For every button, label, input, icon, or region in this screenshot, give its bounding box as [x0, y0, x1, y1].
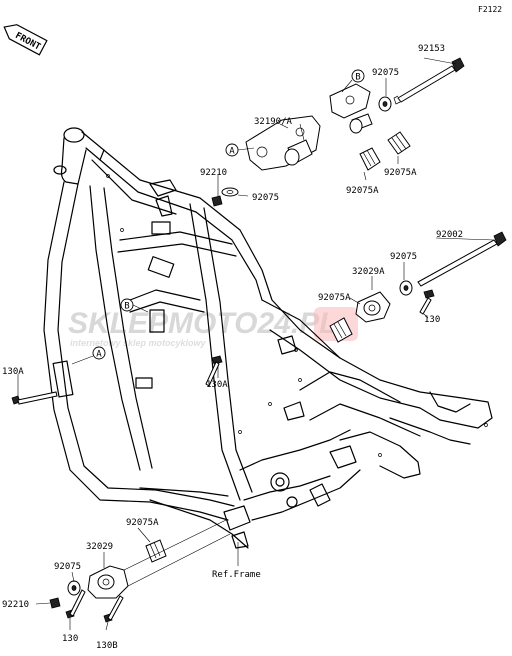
washer-92075-mid — [221, 187, 239, 197]
bolt-92153 — [393, 57, 465, 105]
label-130-bottom-left: 130 — [62, 634, 78, 644]
spacer-92075-bottom — [67, 580, 81, 596]
nut-92210-bottom — [49, 597, 61, 609]
label-92210-top: 92210 — [200, 168, 227, 178]
bolt-130A-mid — [205, 355, 223, 387]
label-92002: 92002 — [436, 230, 463, 240]
callout-a-left: A — [71, 346, 106, 365]
svg-text:B: B — [124, 302, 129, 312]
nut-92210-top — [211, 195, 223, 207]
label-130B: 130B — [96, 641, 118, 651]
diagram-code: F2122 — [478, 5, 502, 14]
label-92210-bottom-left: 92210 — [2, 600, 29, 610]
label-92075A-rmid: 92075A — [318, 293, 351, 303]
label-130A-mid: 130A — [206, 380, 228, 390]
label-130-right: 130 — [424, 315, 440, 325]
watermark: SKLEPMOTO24.PL internetowy sklep motocyk… — [68, 307, 358, 348]
callout-b-mid: B — [120, 298, 149, 313]
label-32190: 32190/A — [254, 117, 293, 127]
label-ref-frame: Ref.Frame — [212, 570, 261, 580]
front-direction-arrow: FRONT — [3, 24, 48, 56]
bolt-92002 — [417, 231, 507, 287]
bolt-130A-left — [11, 374, 58, 405]
label-92075A-bottom: 92075A — [126, 518, 159, 528]
label-32029A: 32029A — [352, 267, 385, 277]
label-92075A-right: 92075A — [384, 168, 417, 178]
label-32029: 32029 — [86, 542, 113, 552]
label-92075A-left: 92075A — [346, 186, 379, 196]
rubber-mount-92075A-right — [387, 131, 411, 155]
bolt-130-right — [419, 289, 435, 315]
top-engine-mount-assembly — [211, 57, 465, 207]
collar-32190-mid — [284, 139, 313, 166]
label-92153: 92153 — [418, 44, 445, 54]
label-92075-top: 92075 — [372, 68, 399, 78]
callout-b-top: B — [341, 69, 365, 93]
svg-text:B: B — [355, 73, 360, 83]
label-92075-right: 92075 — [390, 252, 417, 262]
callout-a-top: A — [225, 143, 255, 157]
spacer-92075-right — [399, 280, 413, 296]
bolt-130B — [103, 595, 124, 623]
label-92075-mid: 92075 — [252, 193, 279, 203]
bolt-130-bottom — [65, 589, 86, 619]
rubber-mount-92075A-rmid — [329, 317, 353, 343]
label-92075-bottom-left: 92075 — [54, 562, 81, 572]
rubber-mount-92075A-left — [359, 147, 381, 171]
motorcycle-frame — [43, 127, 493, 549]
bracket-32029 — [87, 565, 129, 599]
svg-text:A: A — [229, 147, 235, 157]
label-130A-left: 130A — [2, 367, 24, 377]
svg-text:A: A — [96, 350, 102, 360]
collar-32190-top — [349, 113, 373, 134]
watermark-brand: SKLEPMOTO24.PL — [68, 307, 338, 340]
right-engine-mount-assembly — [329, 231, 507, 343]
spacer-92075-top — [378, 96, 392, 112]
bracket-32029A — [355, 291, 391, 323]
bottom-engine-mount-assembly — [35, 519, 231, 631]
watermark-tagline: internetowy sklep motocyklowy — [70, 338, 207, 348]
